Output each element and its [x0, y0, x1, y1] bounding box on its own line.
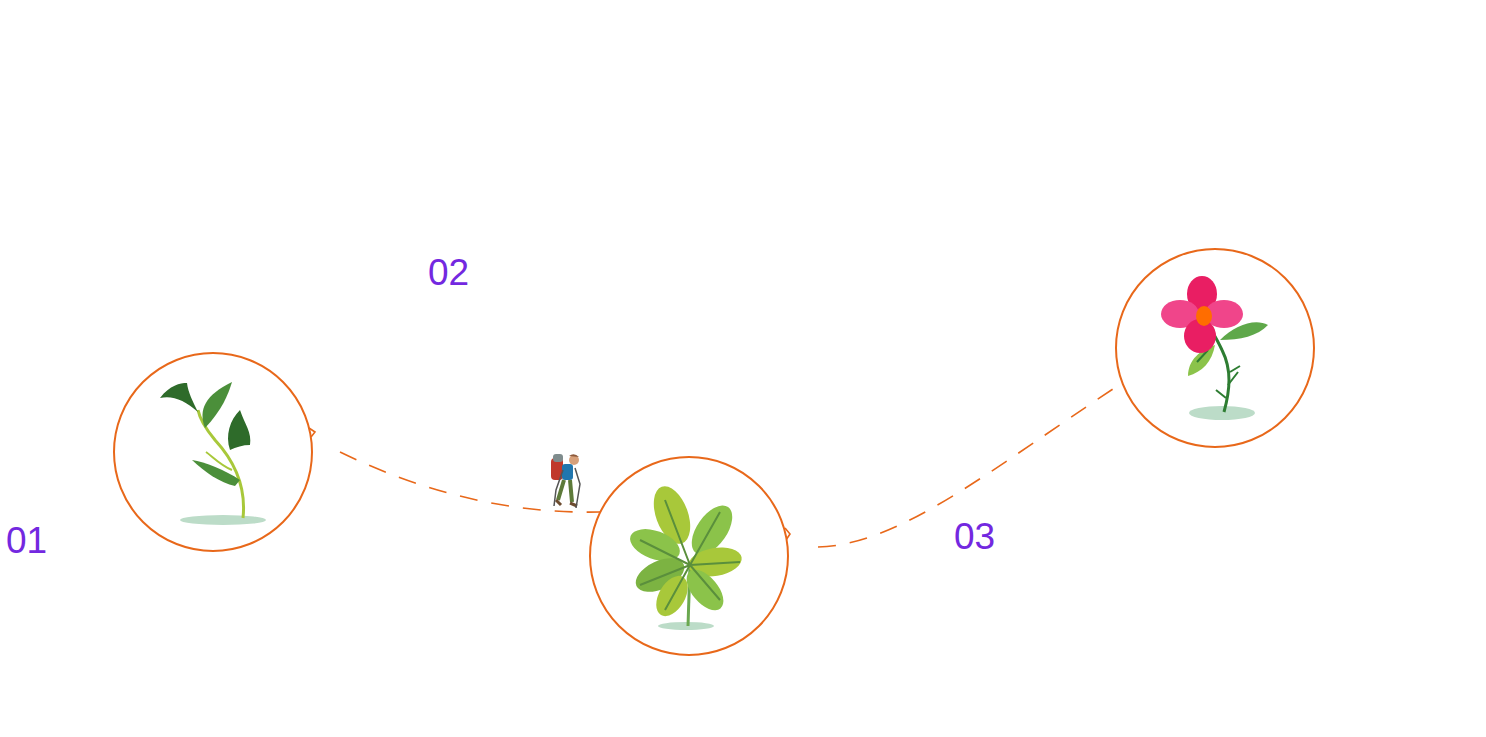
- flower-plant: [1161, 276, 1268, 420]
- stage-circle: [114, 353, 312, 551]
- callout-number: 01: [6, 522, 47, 559]
- callout-number: 02: [428, 254, 469, 291]
- callout-number: 03: [954, 518, 995, 555]
- sprout-plant: [160, 382, 266, 525]
- stage-circle: [1116, 249, 1314, 447]
- stage-circle: [590, 457, 788, 655]
- hiker-figure: [551, 454, 580, 508]
- clover-plant: [626, 481, 744, 630]
- dashed-path: [340, 452, 600, 512]
